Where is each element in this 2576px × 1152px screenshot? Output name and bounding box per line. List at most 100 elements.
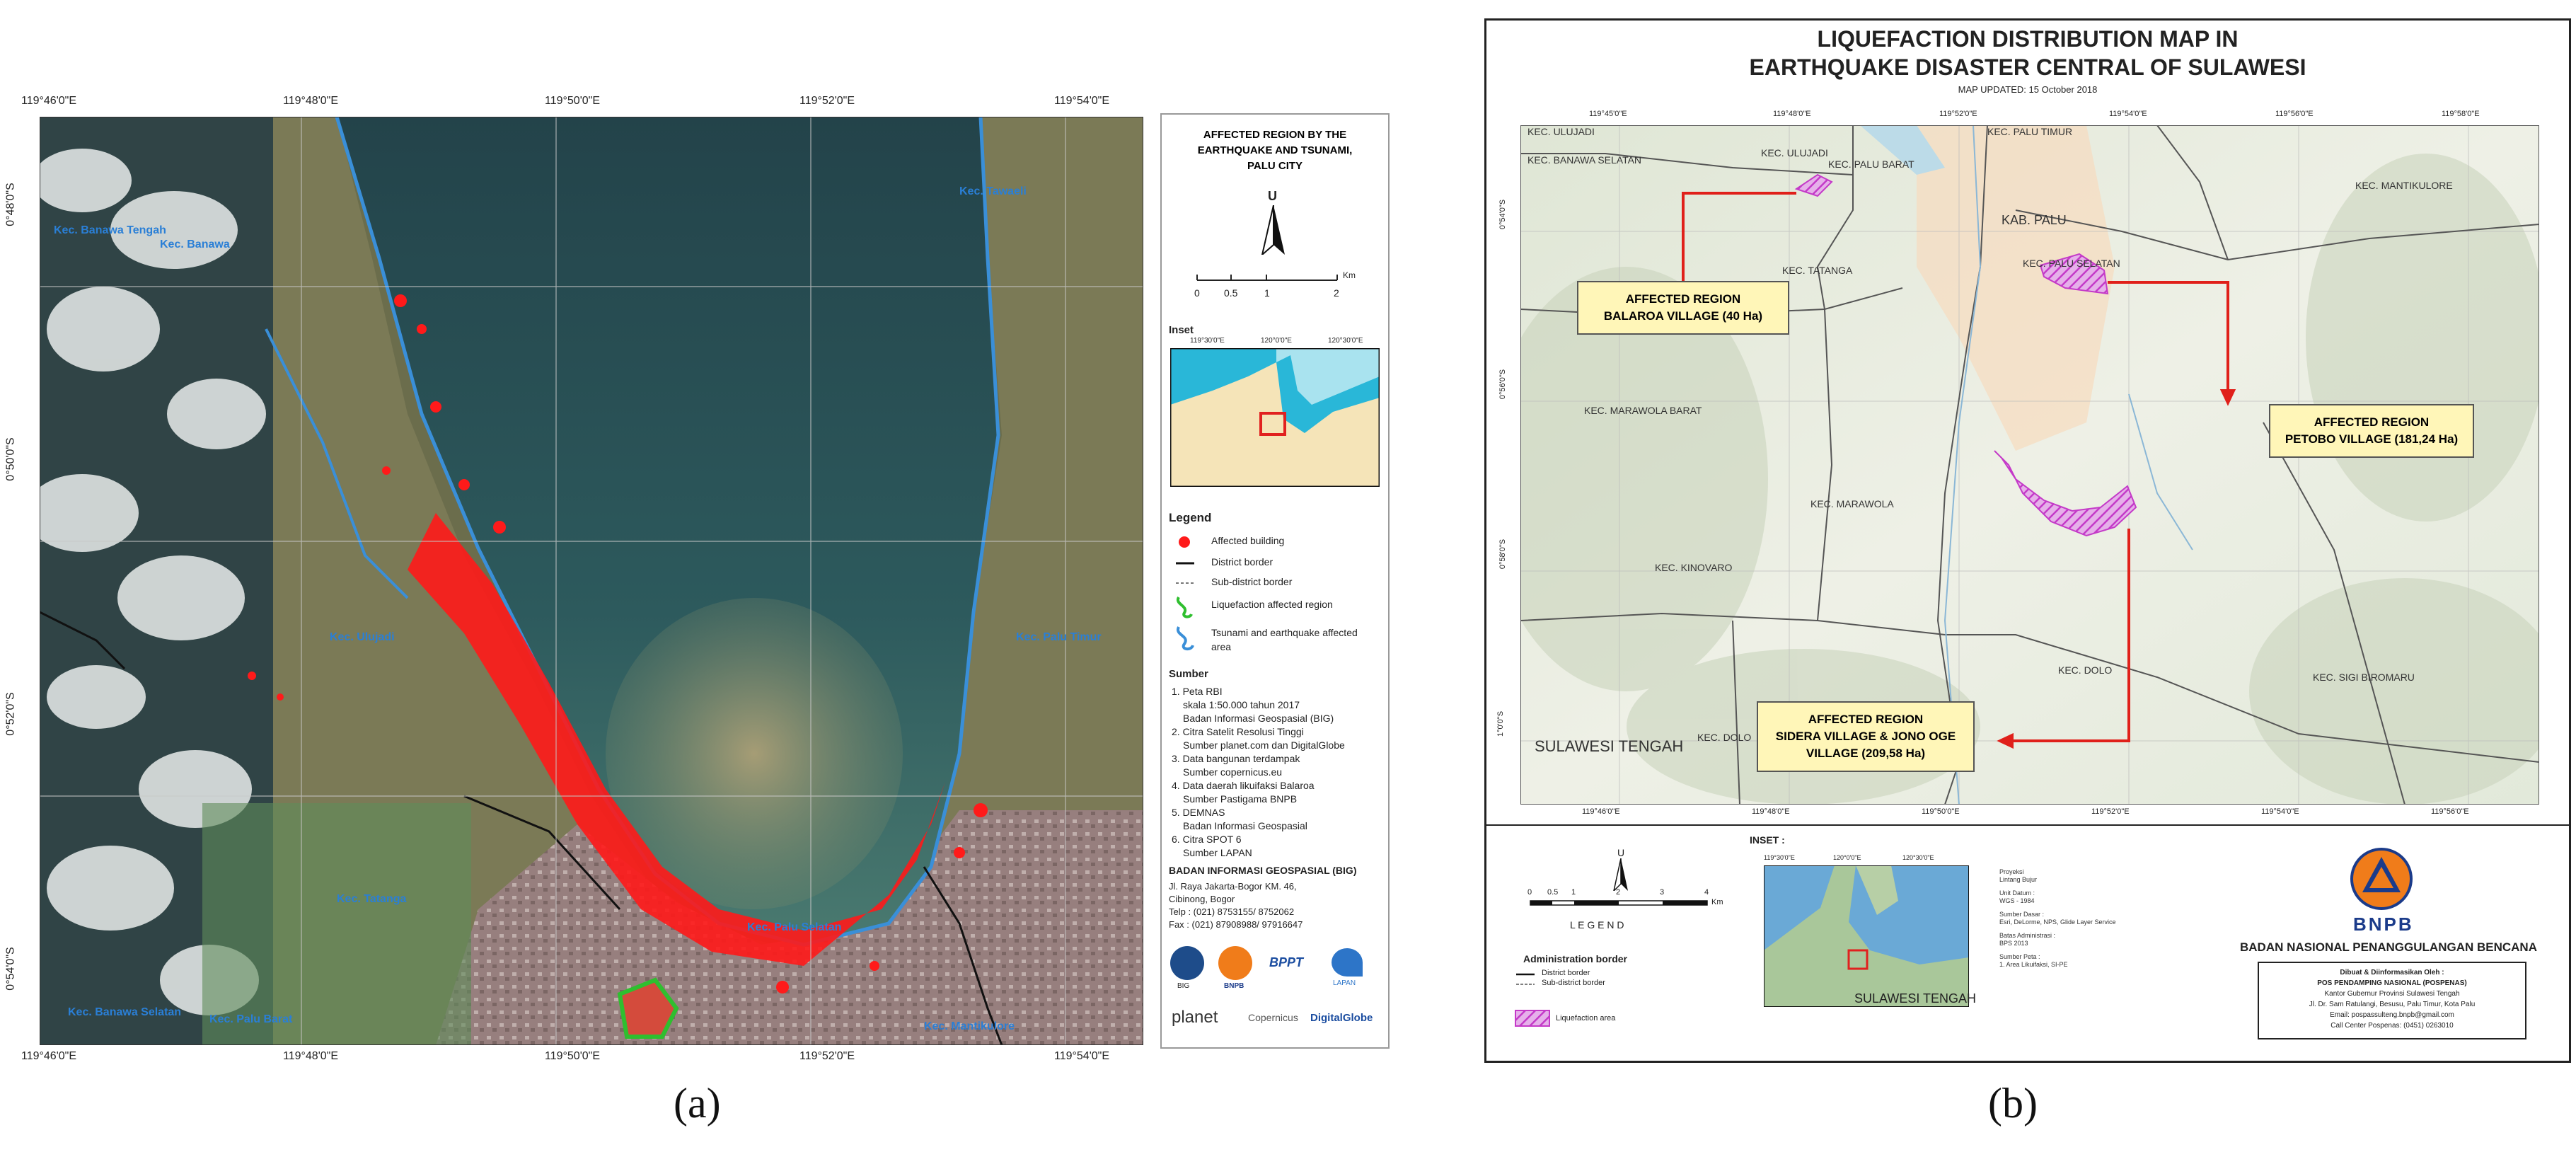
admin-border-symbols — [1516, 973, 1535, 985]
sumber-line: Sumber planet.com dan DigitalGlobe — [1183, 739, 1345, 751]
map-label-6: Kec. Tatanga — [337, 893, 407, 905]
sumber-line: Sumber Pastigama BNPB — [1183, 793, 1298, 805]
panel-a: 119°46'0"E 119°48'0"E 119°50'0"E 119°52'… — [4, 95, 1390, 1127]
info-line: Esri, DeLorme, NPS, Glide Layer Service — [1999, 918, 2116, 926]
map-label-3: Kec. Ulujadi — [330, 631, 395, 643]
sumber-line: 2. Citra Satelit Resolusi Tinggi — [1172, 726, 1304, 737]
sumber-line: 3. Data bangunan terdampak — [1172, 753, 1300, 764]
liq-item: Liquefaction area — [1556, 1014, 1616, 1023]
kec-label-3: KEC. PALU BARAT — [1828, 159, 1914, 170]
scale-tick-2: 1 — [1264, 287, 1270, 299]
credit-line: POS PENDAMPING NASIONAL (POSPENAS) — [2317, 979, 2467, 987]
north-letter-b: U — [1617, 847, 1625, 858]
callout-line: PETOBO VILLAGE (181,24 Ha) — [2285, 432, 2459, 446]
agency-name-a: BADAN INFORMASI GEOSPASIAL (BIG) — [1169, 865, 1357, 876]
map-label-4: Kec. Palu Timur — [1016, 631, 1102, 643]
legend-item-4: Tsunami and earthquake affected area — [1211, 627, 1358, 652]
coord-bottom-0: 119°46'0"E — [21, 1050, 77, 1062]
kec-label-10: KEC. MARAWOLA — [1810, 498, 1894, 509]
b-scale-tick-5: 4 — [1704, 888, 1709, 897]
north-arrow-icon — [1613, 858, 1628, 891]
b-coord-top-5: 119°58'0"E — [2442, 110, 2480, 118]
map-title-line2: EARTHQUAKE DISASTER CENTRAL OF SULAWESI — [1749, 54, 2306, 80]
sumber-line: 6. Citra SPOT 6 — [1172, 834, 1242, 845]
sumber-title: Sumber — [1169, 668, 1208, 680]
bnpb-text: BNPB — [2353, 914, 2414, 935]
kec-label-9: KEC. MARAWOLA BARAT — [1584, 405, 1702, 416]
coord-top-2: 119°50'0"E — [545, 95, 601, 107]
logo-planet: planet — [1172, 1008, 1218, 1027]
b-coord-top-0: 119°45'0"E — [1589, 110, 1627, 118]
b-scale-tick-0: 0 — [1527, 888, 1532, 897]
coord-left-0: 0°48'0"S — [4, 183, 17, 226]
legend-item-3: Liquefaction affected region — [1211, 599, 1333, 610]
coord-top-1: 119°48'0"E — [283, 95, 339, 107]
map-title-a: AFFECTED REGION BY THE EARTHQUAKE AND TS… — [1197, 129, 1353, 172]
inset-map-a — [1170, 348, 1380, 487]
info-line: Lintang Bujur — [1999, 876, 2038, 883]
kec-label-4: KEC. PALU TIMUR — [1987, 126, 2072, 137]
bnpb-logo-icon — [2350, 848, 2413, 910]
b-coord-bottom-0: 119°46'0"E — [1582, 807, 1620, 816]
legend-item-2: Sub-district border — [1211, 576, 1293, 587]
callout-line: SIDERA VILLAGE & JONO OGE — [1775, 730, 1956, 743]
map-label-8: Kec. Mantikulore — [924, 1020, 1015, 1032]
info-strip — [1486, 824, 2569, 826]
legend-panel-a: AFFECTED REGION BY THE EARTHQUAKE AND TS… — [1160, 113, 1390, 1049]
b-coord-bottom-1: 119°48'0"E — [1752, 807, 1790, 816]
north-letter-a: U — [1268, 189, 1277, 203]
panel-label-a: (a) — [674, 1080, 721, 1127]
map-info: Proyeksi Lintang Bujur Unit Datum : WGS … — [1999, 868, 2169, 969]
kec-label-7: KEC. TATANGA — [1782, 265, 1853, 276]
b-scale-unit: Km — [1711, 898, 1723, 906]
agency-name-b: BADAN NASIONAL PENANGGULANGAN BENCANA — [2240, 940, 2537, 954]
b-scale-tick-3: 2 — [1616, 888, 1621, 897]
scale-bar-a — [1196, 275, 1338, 281]
callout-line: AFFECTED REGION — [2314, 415, 2430, 429]
logo-lapan: LAPAN — [1333, 979, 1356, 987]
coord-top-0: 119°46'0"E — [21, 95, 77, 107]
b-coord-bottom-5: 119°56'0"E — [2431, 807, 2469, 816]
b-coord-left-3: 1°0'0"S — [1496, 710, 1506, 737]
map-label-2: Kec. Tawaeli — [959, 185, 1027, 197]
agency-address-a: Jl. Raya Jakarta-Bogor KM. 46, Cibinong,… — [1169, 880, 1381, 931]
b-coord-bottom-3: 119°52'0"E — [2091, 807, 2130, 816]
logo-bppt: BPPT — [1269, 955, 1304, 969]
b-scale-tick-2: 1 — [1571, 888, 1576, 897]
kec-label-0: KEC. ULUJADI — [1527, 126, 1595, 137]
admin-item-1: Sub-district border — [1542, 979, 1605, 987]
info-line: Sumber Dasar : — [1999, 911, 2045, 918]
info-line: Unit Datum : — [1999, 889, 2035, 897]
logo-lapan-shape — [1332, 948, 1363, 977]
map-label-5: Kec. Banawa Selatan — [68, 1006, 181, 1018]
coord-left-1: 0°50'0"S — [4, 437, 17, 481]
scale-tick-0: 0 — [1194, 287, 1200, 299]
credit-box: Dibuat & Diinformasikan Oleh : POS PENDA… — [2258, 962, 2526, 1039]
callout-balaroa: AFFECTED REGION BALAROA VILLAGE (40 Ha) — [1577, 281, 1789, 335]
terrain-map-b: KEC. ULUJADI KEC. BANAWA SELATAN KEC. UL… — [1520, 125, 2539, 805]
admin-item-0: District border — [1542, 969, 1590, 977]
info-line: Sumber Peta : — [1999, 953, 2040, 960]
sumber-line: 5. DEMNAS — [1172, 807, 1225, 818]
info-line: WGS - 1984 — [1999, 897, 2035, 904]
callout-line: AFFECTED REGION — [1625, 292, 1741, 306]
credit-line: Call Center Pospenas: (0451) 0263010 — [2330, 1022, 2454, 1030]
inset-coord-0: 119°30'0"E — [1190, 337, 1225, 345]
b-coord-top-4: 119°56'0"E — [2275, 110, 2314, 118]
b-inset-coord-2: 120°30'0"E — [1902, 854, 1934, 861]
coord-bottom-4: 119°54'0"E — [1054, 1050, 1110, 1062]
b-coord-left-2: 0°58'0"S — [1498, 538, 1508, 570]
legend-item-1: District border — [1211, 556, 1273, 568]
panel-b: LIQUEFACTION DISTRIBUTION MAP IN EARTHQU… — [1484, 18, 2571, 1063]
coord-bottom-2: 119°50'0"E — [545, 1050, 601, 1062]
b-scale-tick-4: 3 — [1660, 888, 1665, 897]
map-label-7: Kec. Palu Selatan — [747, 921, 841, 933]
info-line: Batas Administrasi : — [1999, 932, 2056, 939]
agency-line: Fax : (021) 87908988/ 97916647 — [1169, 919, 1303, 930]
logo-bnpb-text: BNPB — [1224, 982, 1244, 990]
coord-left-2: 0°52'0"S — [4, 692, 17, 736]
callout-sidera: AFFECTED REGION SIDERA VILLAGE & JONO OG… — [1757, 701, 1975, 772]
info-line — [1999, 926, 2169, 932]
scale-bar-b — [1530, 900, 1708, 906]
info-line — [1999, 947, 2169, 953]
